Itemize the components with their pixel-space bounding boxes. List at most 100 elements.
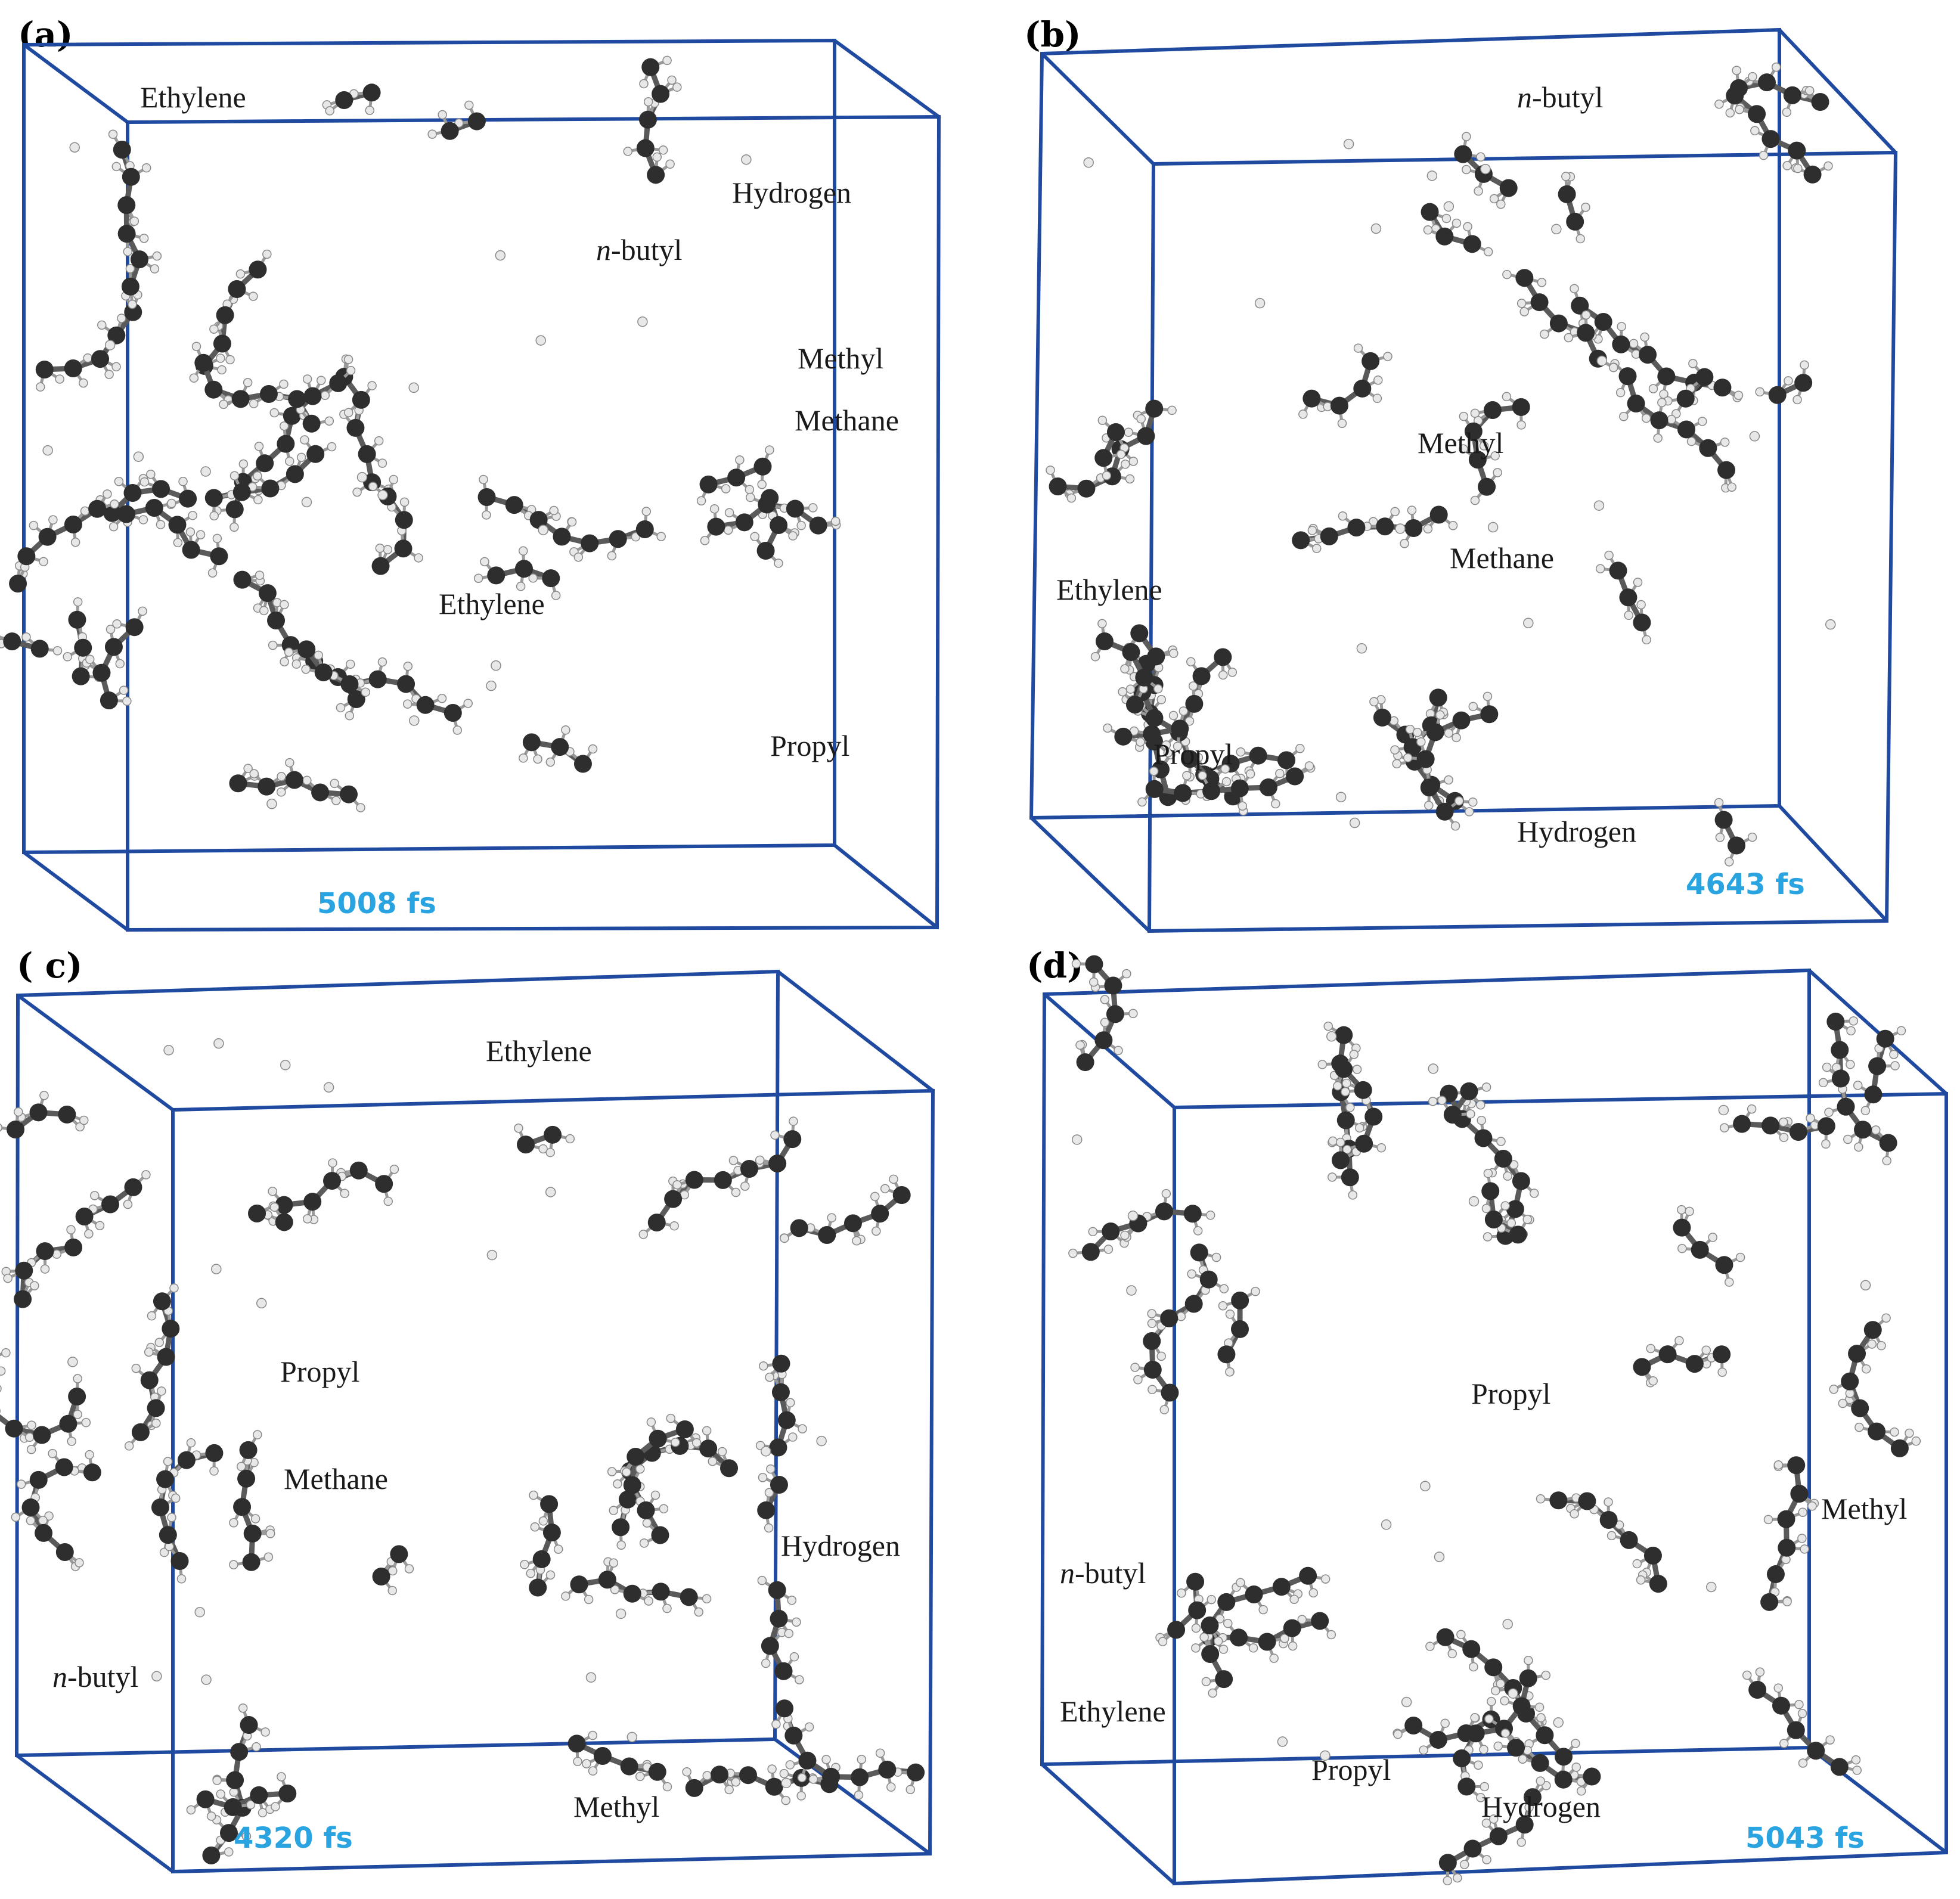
hydrogen-atom	[224, 1847, 234, 1857]
carbon-atom	[1649, 1575, 1667, 1593]
hydrogen-atom	[1466, 1109, 1475, 1119]
carbon-atom	[1143, 1360, 1162, 1379]
carbon-atom	[303, 1193, 322, 1211]
molecule	[1720, 1104, 1835, 1149]
hydrogen-atom	[269, 408, 280, 418]
hydrogen-atom	[336, 703, 346, 713]
hydrogen-atom	[254, 442, 264, 451]
carbon-atom	[1201, 1644, 1220, 1663]
hydrogen-atom	[427, 129, 437, 139]
carbon-atom	[1549, 1491, 1568, 1510]
hydrogen-atom	[518, 546, 528, 556]
hydrogen-atom	[1372, 393, 1382, 404]
hydrogen-atom	[1289, 1594, 1299, 1605]
hydrogen-atom	[1882, 1156, 1891, 1166]
carbon-atom	[1463, 1839, 1482, 1858]
carbon-atom	[647, 1214, 666, 1232]
hydrogen-atom	[253, 471, 262, 481]
hydrogen-atom	[551, 591, 561, 600]
hydrogen-atom	[255, 570, 265, 580]
molecule	[561, 1557, 712, 1617]
hydrogen-atom	[1342, 1144, 1352, 1155]
carbon-atom	[38, 528, 57, 546]
hydrogen-atom	[253, 1430, 262, 1439]
hydrogen-atom	[1905, 1428, 1914, 1438]
hydrogen-atom	[1581, 202, 1590, 212]
hydrogen-atom	[263, 1552, 274, 1562]
hydrogen-atom	[1288, 1641, 1298, 1651]
hydrogen-atom	[639, 79, 649, 89]
hydrogen-atom	[665, 159, 675, 169]
carbon-atom	[91, 350, 110, 368]
carbon-atom	[1854, 1121, 1872, 1139]
hydrogen-atom	[1636, 600, 1646, 610]
hydrogen-atom	[389, 1165, 399, 1174]
molecule	[1481, 1168, 1533, 1244]
carbon-atom	[740, 1160, 758, 1178]
molecule	[82, 606, 147, 710]
hydrogen-atom	[1553, 1717, 1564, 1728]
hydrogen-atom	[1798, 1507, 1807, 1518]
carbon-atom	[1494, 1150, 1512, 1168]
molecule	[1137, 761, 1316, 811]
hydrogen-atom	[1540, 329, 1549, 339]
hydrogen-atom	[1328, 1172, 1337, 1182]
hydrogen-atom	[123, 247, 133, 256]
panel-a-label-hydrogen: Hydrogen	[732, 176, 851, 209]
carbon-atom	[1658, 1345, 1677, 1364]
hydrogen-atom	[1829, 1385, 1838, 1394]
carbon-atom	[230, 1743, 249, 1761]
hydrogen-atom	[785, 1398, 795, 1408]
hydrogen-atom	[1225, 1310, 1235, 1319]
hydrogen-atom	[1435, 710, 1445, 720]
panel-d-label-methyl: Methyl	[1821, 1492, 1907, 1525]
hydrogen-atom	[1156, 695, 1167, 705]
hydrogen-atom	[798, 1424, 807, 1433]
hydrogen-atom	[1493, 468, 1502, 477]
carbon-atom	[14, 1290, 32, 1308]
hydrogen-atom	[243, 764, 253, 774]
carbon-atom	[1691, 1240, 1709, 1259]
carbon-atom	[1347, 519, 1366, 537]
carbon-atom	[258, 584, 277, 603]
hydrogen-atom	[1825, 1735, 1835, 1745]
hydrogen-atom	[530, 1522, 540, 1532]
hydrogen-atom	[1464, 807, 1474, 817]
hydrogen-atom	[1735, 1252, 1745, 1262]
hydrogen-atom	[1100, 995, 1110, 1004]
hydrogen-atom	[133, 451, 144, 462]
hydrogen-atom	[1275, 769, 1285, 778]
hydrogen-atom	[1800, 360, 1809, 370]
carbon-atom	[352, 390, 370, 409]
hydrogen-atom	[623, 147, 633, 156]
carbon-atom	[1426, 723, 1444, 741]
carbon-atom	[735, 513, 753, 532]
carbon-atom	[822, 1767, 841, 1786]
carbon-atom	[1761, 1116, 1780, 1135]
hydrogen-atom	[1179, 706, 1189, 716]
hydrogen-atom	[796, 1791, 806, 1801]
hydrogen-atom	[63, 652, 73, 662]
hydrogen-atom	[761, 1658, 771, 1668]
panel-a: (a) Ethylene Hydrogen n-butyl Methyl Met…	[0, 14, 941, 932]
carbon-atom	[243, 1524, 262, 1543]
hydrogen-atom	[1148, 1385, 1157, 1395]
hydrogen-atom	[1218, 1301, 1228, 1311]
hydrogen-atom	[90, 1191, 100, 1200]
molecule	[0, 1348, 91, 1454]
carbon-atom	[88, 499, 107, 518]
hydrogen-atom	[1426, 170, 1438, 181]
carbon-atom	[1868, 1057, 1887, 1075]
hydrogen-atom	[229, 1787, 239, 1797]
hydrogen-atom	[84, 1229, 94, 1239]
hydrogen-atom	[709, 504, 720, 514]
hydrogen-atom	[1401, 1696, 1412, 1708]
hydrogen-atom	[1225, 1367, 1235, 1377]
hydrogen-atom	[1453, 1873, 1462, 1883]
molecule	[1673, 1205, 1745, 1287]
hydrogen-atom	[1500, 1729, 1511, 1738]
hydrogen-atom	[1483, 247, 1493, 257]
carbon-atom	[1435, 802, 1454, 821]
hydrogen-atom	[1503, 1171, 1512, 1181]
panel-a-label-methane: Methane	[795, 404, 899, 437]
